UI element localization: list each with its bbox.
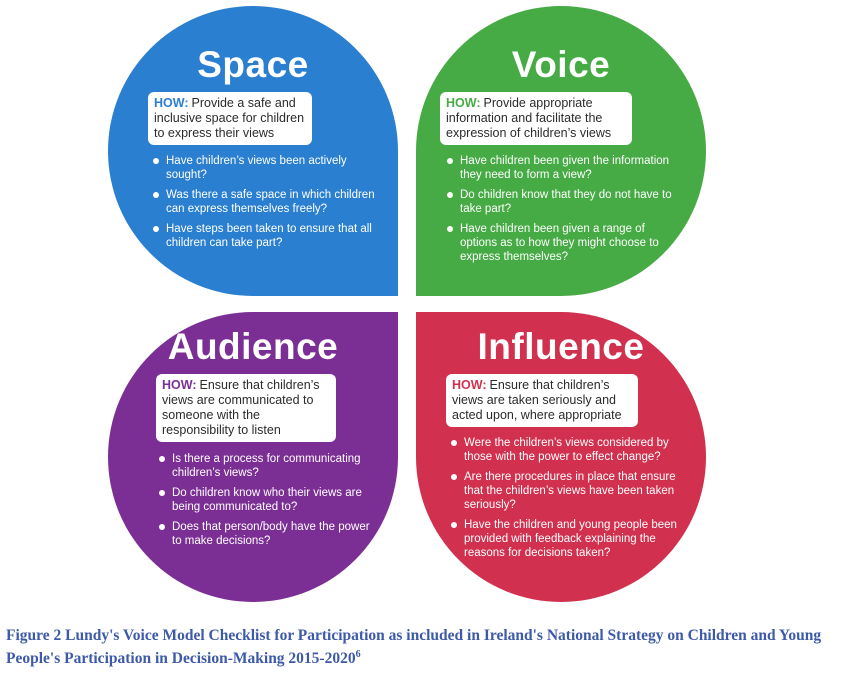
list-item: Are there procedures in place that ensur… bbox=[450, 470, 686, 512]
question-list: Is there a process for communicating chi… bbox=[158, 452, 370, 554]
quadrant-title: Audience bbox=[167, 326, 339, 367]
how-label: HOW: bbox=[452, 378, 487, 392]
how-box: HOW:Ensure that children’s views are com… bbox=[156, 374, 336, 442]
list-item: Was there a safe space in which children… bbox=[152, 188, 388, 216]
question-list: Have children’s views been actively soug… bbox=[152, 154, 388, 256]
how-text: Provide a safe and inclusive space for c… bbox=[154, 96, 305, 140]
how-box: HOW:Provide a safe and inclusive space f… bbox=[148, 92, 312, 145]
quadrant-voice: Voice HOW:Provide appropriate informatio… bbox=[416, 6, 706, 296]
list-item: Were the children’s views considered by … bbox=[450, 436, 686, 464]
list-item: Do children know that they do not have t… bbox=[446, 188, 678, 216]
footnote-marker: 6 bbox=[355, 649, 361, 660]
list-item: Is there a process for communicating chi… bbox=[158, 452, 370, 480]
quadrant-title: Space bbox=[197, 44, 309, 85]
how-text: Ensure that children’s views are communi… bbox=[162, 378, 320, 437]
list-item: Have steps been taken to ensure that all… bbox=[152, 222, 388, 250]
question-list: Were the children’s views considered by … bbox=[450, 436, 686, 566]
how-label: HOW: bbox=[162, 378, 197, 392]
how-label: HOW: bbox=[154, 96, 189, 110]
quadrant-influence: Influence HOW:Ensure that children’s vie… bbox=[416, 312, 706, 602]
question-list: Have children been given the information… bbox=[446, 154, 678, 270]
list-item: Does that person/body have the power to … bbox=[158, 520, 370, 548]
list-item: Have the children and young people been … bbox=[450, 518, 686, 560]
how-label: HOW: bbox=[446, 96, 481, 110]
list-item: Have children’s views been actively soug… bbox=[152, 154, 388, 182]
how-box: HOW:Provide appropriate information and … bbox=[440, 92, 632, 145]
list-item: Have children been given a range of opti… bbox=[446, 222, 678, 264]
quadrant-title: Influence bbox=[477, 326, 645, 367]
list-item: Do children know who their views are bei… bbox=[158, 486, 370, 514]
figure-caption: Figure 2 Lundy's Voice Model Checklist f… bbox=[6, 626, 846, 668]
how-text: Provide appropriate information and faci… bbox=[446, 96, 612, 140]
how-text: Ensure that children’s views are taken s… bbox=[452, 378, 622, 422]
caption-text: Figure 2 Lundy's Voice Model Checklist f… bbox=[6, 627, 822, 668]
list-item: Have children been given the information… bbox=[446, 154, 678, 182]
quadrant-space: Space HOW:Provide a safe and inclusive s… bbox=[108, 6, 398, 296]
quadrant-audience: Audience HOW:Ensure that children’s view… bbox=[108, 312, 398, 602]
how-box: HOW:Ensure that children’s views are tak… bbox=[446, 374, 638, 427]
quadrant-title: Voice bbox=[511, 44, 611, 85]
